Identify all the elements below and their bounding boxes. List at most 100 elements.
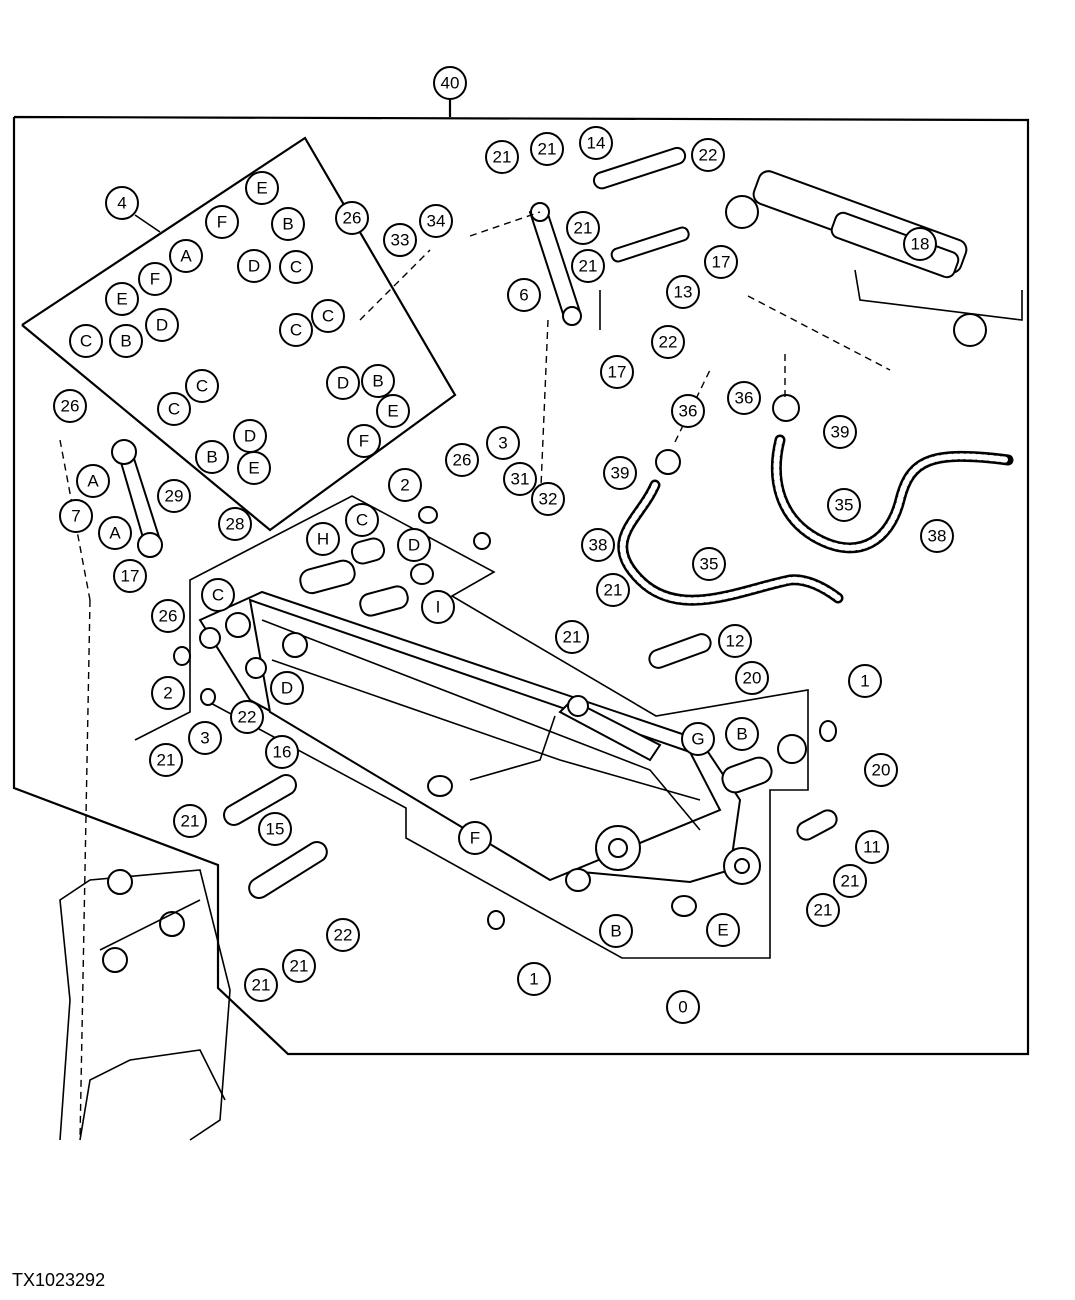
callout-circle <box>704 245 738 279</box>
assembly-frame <box>12 97 1030 1056</box>
callout-circle <box>335 201 369 235</box>
callout-35a: 35 <box>692 547 726 581</box>
callout-label: E <box>248 459 259 478</box>
callout-circle <box>237 249 271 283</box>
callout-16: 16 <box>265 735 299 769</box>
callout-circle <box>397 528 431 562</box>
callout-circle <box>458 821 492 855</box>
callout-label: 32 <box>539 490 558 509</box>
callout-2b: 2 <box>151 676 185 710</box>
callout-label: 2 <box>163 684 172 703</box>
callout-21j: 21 <box>555 620 589 654</box>
callout-circle <box>603 456 637 490</box>
callout-A3: A <box>98 516 132 550</box>
callout-circle <box>195 440 229 474</box>
callout-circle <box>218 507 252 541</box>
callout-circle <box>311 299 345 333</box>
callout-3b: 3 <box>188 721 222 755</box>
callout-22b: 22 <box>651 325 685 359</box>
callout-label: 36 <box>735 389 754 408</box>
callout-circle <box>109 324 143 358</box>
callout-B1: B <box>271 207 305 241</box>
callout-B4: B <box>195 440 229 474</box>
callout-26a: 26 <box>335 201 369 235</box>
callout-D4: D <box>233 419 267 453</box>
callout-C1: C <box>279 250 313 284</box>
pins <box>223 146 838 900</box>
callout-circle <box>903 227 937 261</box>
callout-21f: 21 <box>173 804 207 838</box>
callout-label: F <box>470 829 480 848</box>
callout-circle <box>691 138 725 172</box>
callout-label: 6 <box>519 286 528 305</box>
callout-21h: 21 <box>244 968 278 1002</box>
callout-label: 33 <box>391 231 410 250</box>
callout-label: D <box>281 679 293 698</box>
callout-label: 22 <box>699 146 718 165</box>
boom-arm <box>198 590 761 885</box>
callout-33: 33 <box>383 223 417 257</box>
callout-21l: 21 <box>806 893 840 927</box>
callout-circle <box>485 140 519 174</box>
callout-40: 40 <box>433 66 467 100</box>
callout-21i: 21 <box>596 573 630 607</box>
callout-circle <box>157 479 191 513</box>
callout-circle <box>59 499 93 533</box>
callout-label: 22 <box>659 333 678 352</box>
callout-label: 1 <box>860 672 869 691</box>
callout-label: F <box>217 213 227 232</box>
callout-28: 28 <box>218 507 252 541</box>
callout-C3: C <box>311 299 345 333</box>
callout-circle <box>388 468 422 502</box>
callout-circle <box>53 389 87 423</box>
callout-label: 21 <box>563 628 582 647</box>
callout-label: 21 <box>157 751 176 770</box>
callout-F2: F <box>138 262 172 296</box>
callout-label: 3 <box>498 434 507 453</box>
callout-22d: 22 <box>326 918 360 952</box>
callout-13: 13 <box>666 275 700 309</box>
callout-22c: 22 <box>230 700 264 734</box>
callout-circle <box>823 415 857 449</box>
callout-circle <box>599 914 633 948</box>
callout-38a: 38 <box>581 528 615 562</box>
callout-label: 31 <box>511 470 530 489</box>
callout-circle <box>864 753 898 787</box>
callout-label: D <box>244 427 256 446</box>
callout-F4: F <box>458 821 492 855</box>
callout-label: 22 <box>334 926 353 945</box>
callout-circle <box>600 355 634 389</box>
boom-outline <box>134 495 809 959</box>
callout-D6: D <box>270 671 304 705</box>
callout-label: 14 <box>587 134 606 153</box>
callout-circle <box>347 424 381 458</box>
callout-C6: C <box>157 392 191 426</box>
callout-label: B <box>736 725 747 744</box>
callout-label: 39 <box>611 464 630 483</box>
callout-label: 16 <box>273 743 292 762</box>
callout-label: 21 <box>574 219 593 238</box>
callout-label: 21 <box>493 148 512 167</box>
callout-22a: 22 <box>691 138 725 172</box>
callout-label: C <box>168 400 180 419</box>
callout-label: 21 <box>538 140 557 159</box>
callout-21k: 21 <box>833 864 867 898</box>
callout-label: 28 <box>226 515 245 534</box>
bucket <box>59 869 231 1141</box>
callout-36b: 36 <box>727 381 761 415</box>
callout-label: B <box>372 372 383 391</box>
callout-circle <box>806 893 840 927</box>
callout-circle <box>571 249 605 283</box>
callout-circle <box>113 559 147 593</box>
callout-circle <box>727 381 761 415</box>
callout-label: E <box>116 290 127 309</box>
callout-label: 29 <box>165 487 184 506</box>
callout-circle <box>76 464 110 498</box>
callout-circle <box>306 522 340 556</box>
callout-21a: 21 <box>485 140 519 174</box>
callout-label: 3 <box>200 729 209 748</box>
callout-label: 4 <box>117 194 126 213</box>
callout-label: E <box>717 921 728 940</box>
callout-label: 21 <box>604 581 623 600</box>
callout-circle <box>718 624 752 658</box>
